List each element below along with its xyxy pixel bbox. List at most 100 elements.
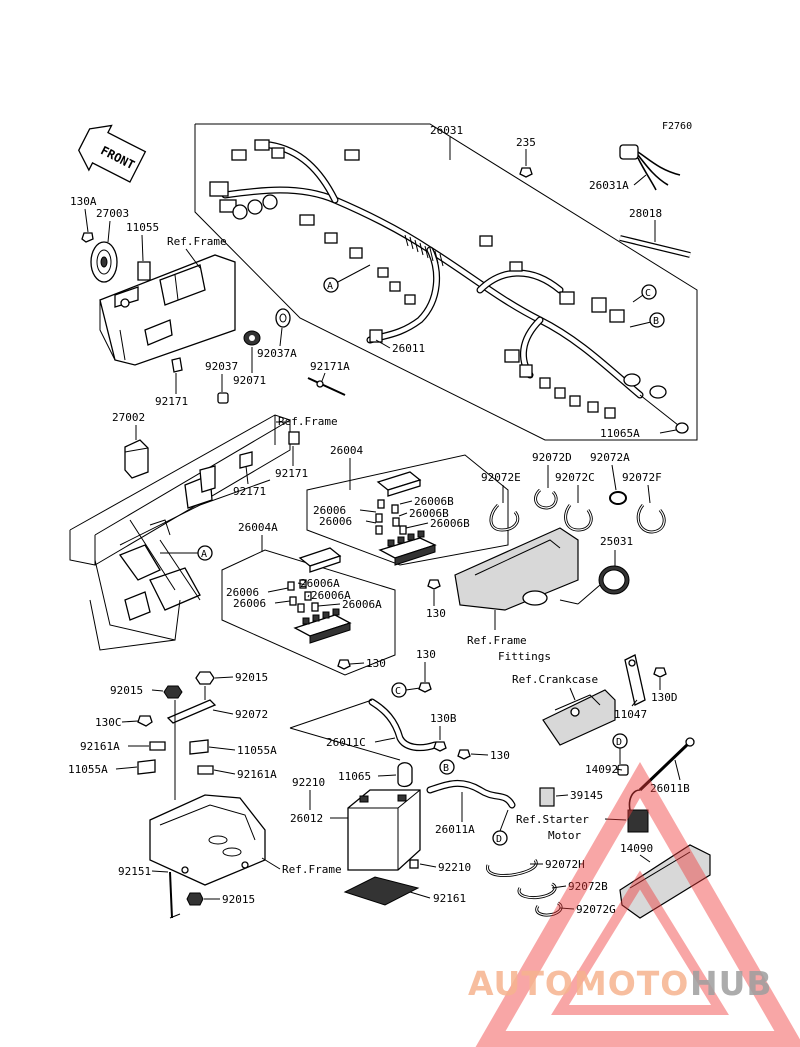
- bracket-11055: [137, 261, 151, 281]
- rod-92151: [169, 871, 181, 919]
- label-26006A-1: 26006A: [300, 577, 340, 590]
- label-26006-4: 26006: [233, 597, 266, 610]
- pad-92161: [343, 876, 420, 906]
- label-92015-b: 92015: [235, 671, 268, 684]
- label-ref-frame-1: Ref.Frame: [167, 235, 227, 248]
- label-26011C: 26011C: [326, 736, 366, 749]
- label-26004: 26004: [330, 444, 363, 457]
- label-26011A: 26011A: [435, 823, 475, 836]
- label-92171-a: 92171: [155, 395, 188, 408]
- label-92171-c: 92171: [275, 467, 308, 480]
- frame-fittings-panel: [454, 527, 601, 611]
- label-11055A-a: 11055A: [237, 744, 277, 757]
- clip-92171-c: [288, 431, 300, 445]
- band-92072G: [535, 901, 563, 917]
- band-92072D: [534, 488, 558, 510]
- label-92072B: 92072B: [568, 880, 608, 893]
- battery-panel-outline: [289, 699, 401, 761]
- label-27002: 27002: [112, 411, 145, 424]
- callout-a-top: A: [323, 264, 371, 293]
- label-ref-frame-3: Ref.Frame: [282, 863, 342, 876]
- label-14090: 14090: [620, 842, 653, 855]
- bracket-11047: [624, 654, 646, 706]
- bolt-130-a-icon: [427, 579, 441, 590]
- fuse-14092: [617, 764, 629, 776]
- label-26006A-2: 26006A: [311, 589, 351, 602]
- relay-27002: [124, 439, 149, 479]
- callout-d-right: D: [612, 733, 628, 764]
- label-92161: 92161: [433, 892, 466, 905]
- label-11055: 11055: [126, 221, 159, 234]
- callout-b-top: B: [629, 312, 665, 328]
- label-235: 235: [516, 136, 536, 149]
- label-ref-frame-fittings-1: Ref.Frame: [467, 634, 527, 647]
- svg-text:B: B: [443, 763, 449, 774]
- label-92037: 92037: [205, 360, 238, 373]
- callout-c-top: C: [632, 284, 657, 303]
- label-26006B-3: 26006B: [430, 517, 470, 530]
- battery-cable-26011A: [426, 779, 516, 809]
- svg-text:A: A: [201, 549, 207, 560]
- corrugated-loom: [404, 234, 444, 267]
- figure-id: F2760: [662, 121, 692, 132]
- front-arrow-icon: FRONT: [77, 124, 147, 183]
- label-ref-starter-1: Ref.Starter: [516, 813, 589, 826]
- label-130A: 130A: [70, 195, 97, 208]
- label-26006B-2: 26006B: [409, 507, 449, 520]
- label-92171A: 92171A: [310, 360, 350, 373]
- label-92015-c: 92015: [222, 893, 255, 906]
- label-92072F: 92072F: [622, 471, 662, 484]
- svg-text:D: D: [616, 737, 622, 748]
- label-26006B-1: 26006B: [414, 495, 454, 508]
- bracket-11055A-b: [137, 759, 156, 775]
- fuse-box-26004: [375, 471, 437, 566]
- nut-92015-a-icon: [163, 685, 183, 699]
- watermark-triangle-icon: [475, 761, 800, 1047]
- callout-b-bottom: B: [439, 759, 455, 775]
- cable-26011B: [638, 737, 695, 792]
- bolt-130-c-icon: [418, 682, 432, 693]
- label-26006-2: 26006: [319, 515, 352, 528]
- clip-92037: [217, 392, 229, 404]
- band-92072F: [636, 503, 666, 534]
- label-130C: 130C: [95, 716, 122, 729]
- label-92072D: 92072D: [532, 451, 572, 464]
- main-wiring-harness: [209, 139, 689, 434]
- svg-text:C: C: [645, 288, 651, 299]
- label-92072C: 92072C: [555, 471, 595, 484]
- label-26011B: 26011B: [650, 782, 690, 795]
- bracket-92161A-b: [197, 765, 214, 775]
- bracket-92161A-a: [149, 741, 166, 751]
- starter-relay: [627, 789, 649, 833]
- label-92161A-a: 92161A: [80, 740, 120, 753]
- band-92072C: [564, 504, 593, 532]
- battery-26012: [347, 789, 421, 871]
- label-130-c: 130: [416, 648, 436, 661]
- tube-28018: [619, 235, 691, 258]
- label-92072E: 92072E: [481, 471, 521, 484]
- label-26006-1: 26006: [313, 504, 346, 517]
- fuse-box-26004A: [287, 547, 352, 644]
- label-11065: 11065: [338, 770, 371, 783]
- label-92171-b: 92171: [233, 485, 266, 498]
- bolt-130C-icon: [137, 715, 153, 727]
- label-92072: 92072: [235, 708, 268, 721]
- label-25031: 25031: [600, 535, 633, 548]
- cover-14090: [619, 844, 711, 919]
- grommet-92071: [243, 330, 261, 346]
- watermark-text-1: AUTOMOTO: [468, 964, 689, 1003]
- svg-text:A: A: [327, 281, 333, 292]
- label-130D: 130D: [651, 691, 678, 704]
- label-26004A: 26004A: [238, 521, 278, 534]
- watermark-text-2: HUB: [690, 964, 773, 1003]
- label-27003: 27003: [96, 207, 129, 220]
- label-ref-starter-2: Motor: [548, 829, 581, 842]
- label-28018: 28018: [629, 207, 662, 220]
- svg-text:C: C: [395, 686, 401, 697]
- label-130B: 130B: [430, 712, 457, 725]
- clamp-92171A: [307, 377, 346, 396]
- grommet-92037A: [275, 308, 291, 328]
- panel-26004A: [221, 549, 396, 676]
- meter-25031: [598, 565, 630, 595]
